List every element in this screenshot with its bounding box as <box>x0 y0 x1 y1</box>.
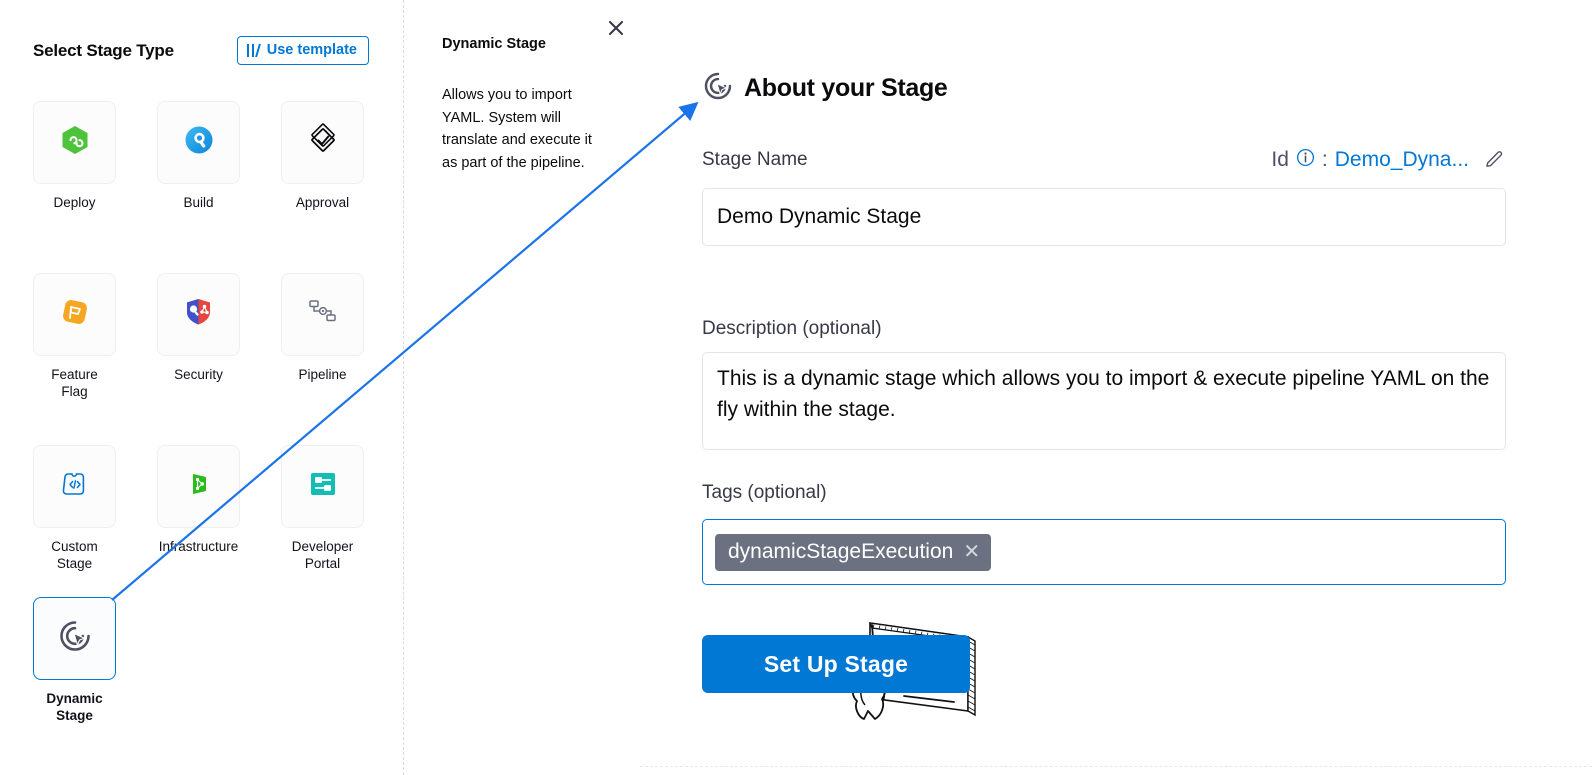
about-your-stage-form: About your Stage Stage Name Id : Demo_Dy… <box>640 0 1592 775</box>
stage-type-label: Custom Stage <box>33 538 116 572</box>
stage-name-input[interactable] <box>702 188 1506 246</box>
stage-info-description: Allows you to import YAML. System will t… <box>442 87 592 171</box>
stage-type-label: Build <box>183 195 214 210</box>
stage-name-label: Stage Name <box>702 148 808 170</box>
stage-type-deploy[interactable]: Deploy <box>33 101 116 273</box>
bottom-divider <box>640 766 1592 767</box>
stage-id-label: Id <box>1271 147 1289 171</box>
chip-remove-icon[interactable]: ✕ <box>963 540 981 563</box>
stage-id-value: Demo_Dyna... <box>1334 147 1469 171</box>
stage-type-approval[interactable]: Approval <box>281 101 364 273</box>
stage-type-label: Security <box>174 367 223 382</box>
stage-type-build[interactable]: Build <box>157 101 240 273</box>
stage-type-tile[interactable] <box>157 445 240 528</box>
info-circle-icon[interactable] <box>1296 148 1315 172</box>
stage-type-label-text: Custom Stage <box>51 539 98 571</box>
page-title: Select Stage Type <box>33 40 174 60</box>
developer-portal-icon <box>307 469 339 504</box>
stage-type-label: Approval <box>295 195 350 210</box>
use-template-label: Use template <box>266 42 357 58</box>
close-icon[interactable] <box>604 16 628 40</box>
description-textarea[interactable] <box>702 352 1506 450</box>
deploy-hexagon-icon <box>58 123 92 162</box>
stage-type-label: Developer Portal <box>281 538 364 572</box>
stage-type-label: Deploy <box>53 195 96 210</box>
stage-type-tile-selected[interactable] <box>33 597 116 680</box>
stage-type-developer-portal[interactable]: Developer Portal <box>281 445 364 577</box>
tag-chip-label: dynamicStageExecution <box>728 539 954 563</box>
use-template-button[interactable]: Use template <box>236 36 369 65</box>
about-header: About your Stage <box>702 70 948 107</box>
stage-type-dynamic-stage[interactable]: Dynamic Stage <box>33 597 116 724</box>
stage-type-tile[interactable] <box>281 101 364 184</box>
stage-type-tile[interactable] <box>33 273 116 356</box>
stage-type-label: Feature Flag <box>33 366 116 400</box>
stage-type-grid: Deploy <box>33 101 364 577</box>
custom-stage-code-icon <box>60 469 90 504</box>
dynamic-stage-target-icon <box>702 70 734 107</box>
feature-flag-icon <box>58 295 92 334</box>
stage-type-label: Dynamic Stage <box>33 690 116 724</box>
pipeline-nodes-icon <box>307 298 339 331</box>
template-bars-icon <box>246 43 261 57</box>
stage-type-tile[interactable] <box>157 273 240 356</box>
stage-id-group: Id : Demo_Dyna... <box>1271 146 1506 173</box>
stage-name-row: Stage Name Id : Demo_Dyna... <box>702 146 1506 173</box>
stage-type-tile[interactable] <box>33 101 116 184</box>
stage-type-label: Pipeline <box>298 367 347 382</box>
pencil-edit-icon[interactable] <box>1484 146 1506 173</box>
build-magnifier-icon <box>182 123 216 162</box>
stage-type-label-text: Developer Portal <box>291 539 354 571</box>
stage-type-infrastructure[interactable]: Infrastructure <box>157 445 240 577</box>
tag-chip[interactable]: dynamicStageExecution ✕ <box>715 533 992 571</box>
security-shields-icon <box>182 297 216 332</box>
approval-check-icon <box>306 123 340 162</box>
stage-type-pipeline[interactable]: Pipeline <box>281 273 364 445</box>
stage-info-title: Dynamic Stage <box>442 36 546 52</box>
page-heading: About your Stage <box>744 74 948 102</box>
stage-type-security[interactable]: Security <box>157 273 240 445</box>
stage-type-label-text: Dynamic Stage <box>46 691 103 723</box>
stage-type-tile[interactable] <box>281 445 364 528</box>
stage-type-custom-stage[interactable]: Custom Stage <box>33 445 116 577</box>
left-panel-header: Select Stage Type Use template <box>33 36 369 65</box>
stage-type-feature-flag[interactable]: Feature Flag <box>33 273 116 445</box>
stage-type-tile[interactable] <box>281 273 364 356</box>
stage-type-tile[interactable] <box>33 445 116 528</box>
dynamic-stage-target-icon <box>57 618 93 659</box>
stage-id-separator: : <box>1321 147 1328 171</box>
select-stage-type-panel: Select Stage Type Use template Deploy <box>0 0 403 775</box>
stage-type-tile[interactable] <box>157 101 240 184</box>
stage-type-label: Infrastructure <box>158 539 239 554</box>
tags-label: Tags (optional) <box>702 482 827 503</box>
set-up-stage-button[interactable]: Set Up Stage <box>702 635 970 693</box>
infrastructure-icon <box>184 469 214 504</box>
stage-info-panel: Dynamic Stage Allows you to import YAML.… <box>404 0 976 775</box>
stage-type-label-text: Feature Flag <box>51 367 98 399</box>
tags-input[interactable]: dynamicStageExecution ✕ <box>702 519 1506 585</box>
description-label: Description (optional) <box>702 318 882 339</box>
